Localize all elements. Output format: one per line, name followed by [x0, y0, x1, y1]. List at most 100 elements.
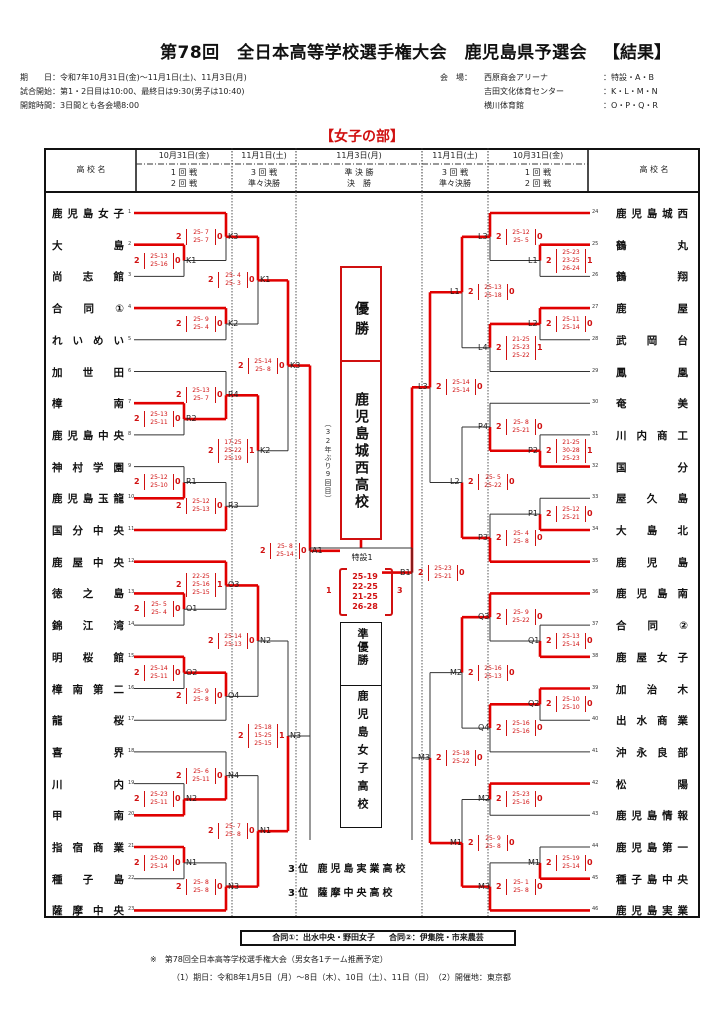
court-label: N2	[260, 635, 272, 645]
champion-note: （32年ぶり9回目）	[324, 420, 332, 503]
third-label: 3位	[288, 864, 311, 875]
team-name-left: 大島	[52, 239, 124, 252]
team-seed: 13	[128, 589, 135, 596]
team-name-left: 尚志館	[52, 271, 124, 284]
sets-won: 2	[546, 635, 552, 645]
set-score: 25-22	[512, 617, 530, 625]
team-name-left: 甲南	[52, 810, 124, 823]
set-score: 25-22	[484, 482, 502, 490]
set-score: 25-16	[150, 260, 168, 268]
sets-lost: 0	[217, 318, 223, 328]
team-name-right: 沖永良部	[616, 746, 688, 759]
team-seed: 39	[592, 684, 599, 691]
court-label: N4	[228, 770, 240, 780]
sets-won: 2	[468, 838, 474, 848]
open-time-info: 開館時間：3日間とも各会場8:00	[20, 101, 140, 110]
third-place-1: 3位 鹿児島実業高校	[288, 860, 408, 875]
venue-courts: ：O・P・Q・R	[603, 101, 658, 110]
sets-lost: 0	[587, 699, 593, 709]
set-score: 25-16	[512, 720, 530, 728]
final-set-score: 25-19	[352, 572, 378, 581]
sets-won: 2	[134, 604, 140, 614]
court-label: P3	[478, 532, 488, 542]
team-seed: 14	[128, 621, 135, 628]
sets-lost: 0	[509, 287, 515, 297]
team-name-right: 国分	[616, 461, 688, 474]
champion-name: 鹿児島城西高校	[353, 391, 369, 511]
court-label: O4	[228, 691, 240, 701]
sets-lost: 0	[537, 231, 543, 241]
sets-lost: 0	[279, 360, 285, 370]
team-name-left: 徳之島	[52, 588, 124, 601]
team-seed: 34	[592, 526, 599, 532]
set-score: 25-14	[150, 862, 168, 870]
champion-label: 優勝	[353, 301, 369, 341]
set-score: 25- 8	[255, 365, 271, 373]
court-label: L3	[418, 382, 428, 392]
court-label: R1	[186, 477, 197, 487]
team-seed: 16	[128, 684, 135, 691]
set-score: 25-11	[150, 799, 168, 807]
sets-lost: 0	[587, 318, 593, 328]
court-label: P1	[528, 509, 538, 519]
sets-won: 2	[468, 477, 474, 487]
final-set-score: 22-25	[352, 582, 378, 591]
venue-courts: ：特設・A・B	[603, 73, 654, 82]
set-score: 25-23	[512, 343, 530, 351]
set-score: 25-22	[452, 757, 470, 765]
final-left-sets: 1	[326, 586, 332, 595]
court-label: K2	[260, 445, 271, 455]
sets-won: 2	[134, 667, 140, 677]
runner-up-name: 鹿児島女子高校	[356, 690, 369, 816]
court-label: N3	[290, 731, 302, 741]
team-name-left: 錦江湾	[52, 620, 124, 633]
sets-won: 2	[176, 770, 182, 780]
team-seed: 38	[592, 652, 599, 659]
team-name-left: 指宿商業	[52, 842, 124, 854]
sets-won: 2	[134, 414, 140, 424]
sets-lost: 0	[587, 857, 593, 867]
team-seed: 37	[592, 621, 599, 628]
team-seed: 24	[592, 209, 599, 215]
joint2-text: 合同②：伊集院・市来農芸	[388, 933, 484, 942]
team-seed: 18	[128, 747, 135, 754]
court-label: L3	[478, 231, 488, 241]
sets-lost: 0	[175, 667, 181, 677]
set-score: 25- 9	[485, 835, 501, 843]
team-seed: 4	[128, 304, 132, 311]
team-seed: 23	[128, 906, 135, 913]
team-seed: 41	[592, 747, 599, 754]
champion-box	[340, 266, 382, 540]
team-seed: 43	[592, 811, 599, 818]
sets-won: 2	[496, 231, 502, 241]
sets-lost: 0	[537, 421, 543, 431]
team-seed: 5	[128, 335, 132, 342]
column-date: 10月31日(金)	[158, 151, 210, 160]
court-label: B1	[400, 567, 411, 577]
sets-won: 2	[176, 691, 182, 701]
sets-won: 2	[546, 255, 552, 265]
team-name-left: 鹿児島女子	[52, 208, 124, 220]
set-score: 25-19	[224, 454, 242, 462]
sets-lost: 1	[587, 255, 593, 265]
set-score: 25-13	[484, 284, 502, 292]
court-label: M3	[478, 881, 490, 891]
team-name-left: 樟南第二	[52, 683, 124, 696]
set-score: 25- 5	[151, 601, 167, 609]
venue-courts: ：K・L・M・N	[603, 87, 658, 96]
team-seed: 15	[128, 652, 135, 659]
footer-note: ※ 第78回全日本高等学校選手権大会（男女各1チーム推薦予定）	[150, 955, 388, 964]
set-score: 25-11	[150, 672, 168, 680]
